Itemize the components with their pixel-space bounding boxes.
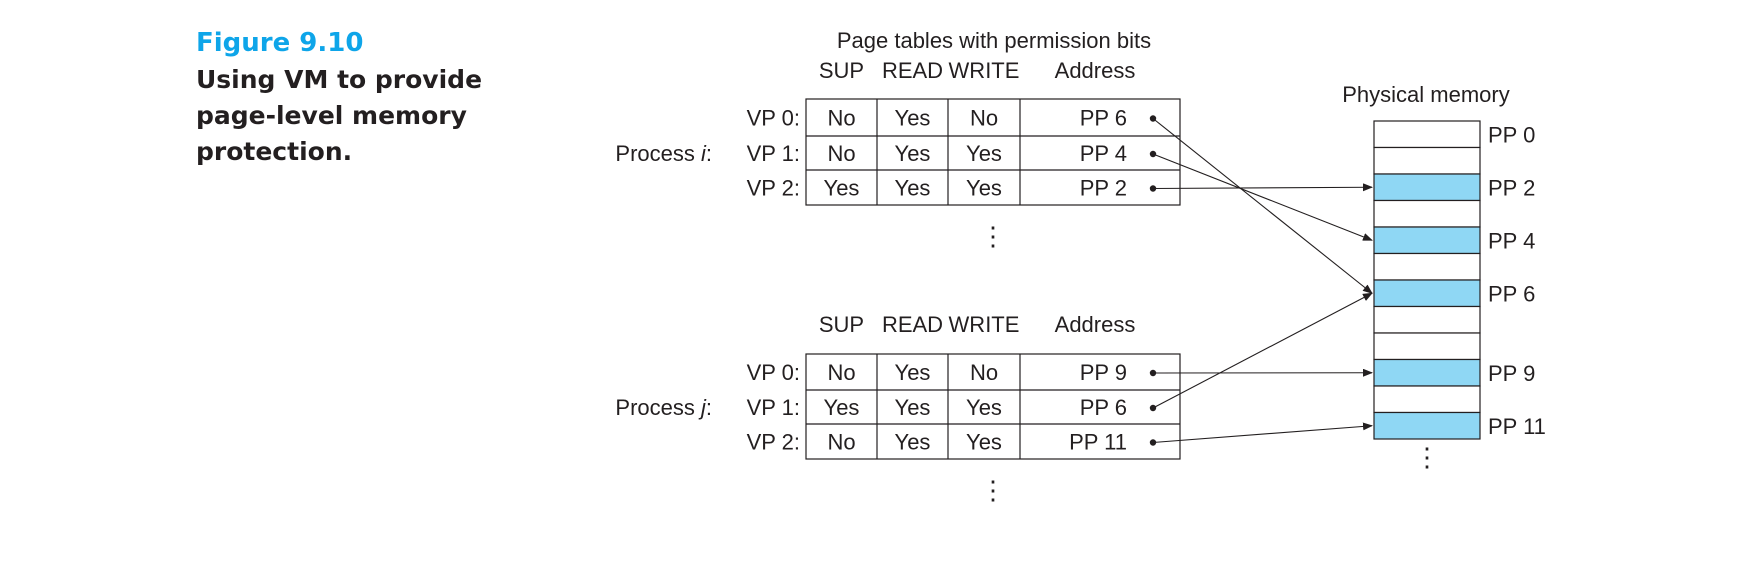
permission-cell: No [827, 141, 855, 166]
process-label: Process j: [615, 395, 712, 420]
table-ellipsis: ⋮ [980, 221, 1006, 251]
memory-page-free [1373, 305, 1481, 334]
virtual-page-label: VP 1: [747, 395, 800, 420]
memory-page-free [1373, 385, 1481, 414]
permission-cell: No [970, 360, 998, 385]
page-table-border [805, 353, 1181, 460]
permission-cell: Yes [966, 176, 1002, 201]
figure-caption-text: Using VM to provide page-level memory pr… [196, 65, 483, 166]
physical-page-label: PP 4 [1488, 228, 1535, 253]
permission-cell: Yes [966, 141, 1002, 166]
physical-page-label: PP 2 [1488, 175, 1535, 200]
memory-page-free [1373, 332, 1481, 361]
physical-memory-title: Physical memory [1342, 82, 1509, 107]
mapping-arrows [1149, 115, 1373, 446]
permission-cell: Yes [895, 176, 931, 201]
memory-page-free [1373, 146, 1481, 175]
physical-page-label: PP 9 [1488, 361, 1535, 386]
column-header: Address [1055, 58, 1136, 83]
column-header: Address [1055, 312, 1136, 337]
memory-page-free [1373, 252, 1481, 281]
permission-cell: Yes [966, 430, 1002, 455]
permission-cell: Yes [824, 395, 860, 420]
permission-cell: Yes [895, 395, 931, 420]
memory-page-allocated [1373, 173, 1481, 202]
memory-page-allocated [1373, 411, 1481, 440]
column-header: READ [882, 58, 943, 83]
virtual-page-label: VP 0: [747, 106, 800, 131]
memory-ellipsis: ⋮ [1414, 442, 1440, 472]
permission-cell: Yes [824, 176, 860, 201]
mapping-arrow [1152, 422, 1373, 444]
address-cell: PP 9 [1080, 360, 1127, 385]
mapping-arrow [1152, 153, 1373, 241]
address-cell: PP 2 [1080, 176, 1127, 201]
table-ellipsis: ⋮ [980, 475, 1006, 505]
address-cell: PP 4 [1080, 141, 1127, 166]
physical-page-label: PP 6 [1488, 281, 1535, 306]
permission-cell: No [827, 106, 855, 131]
physical-memory: PP 0 PP 2 PP 4 PP 6 PP 9 PP 11 ⋮ [1373, 120, 1546, 472]
column-header: WRITE [949, 58, 1020, 83]
column-header: SUP [819, 312, 864, 337]
column-header: SUP [819, 58, 864, 83]
memory-page-free [1373, 120, 1481, 149]
memory-page-allocated [1373, 279, 1481, 308]
page-table-border [805, 98, 1181, 206]
permission-cell: No [827, 430, 855, 455]
mapping-arrow [1152, 118, 1373, 294]
permission-cell: Yes [966, 395, 1002, 420]
mapping-arrow [1152, 292, 1373, 409]
virtual-page-label: VP 2: [747, 176, 800, 201]
column-header: WRITE [949, 312, 1020, 337]
process-label: Process i: [615, 141, 712, 166]
permission-cell: Yes [895, 141, 931, 166]
memory-page-free [1373, 199, 1481, 228]
column-header: READ [882, 312, 943, 337]
virtual-page-label: VP 1: [747, 141, 800, 166]
address-cell: PP 6 [1080, 106, 1127, 131]
page-tables-title: Page tables with permission bits [837, 28, 1151, 53]
memory-page-allocated [1373, 226, 1481, 255]
permission-cell: Yes [895, 430, 931, 455]
virtual-page-label: VP 2: [747, 430, 800, 455]
physical-page-label: PP 0 [1488, 122, 1535, 147]
figure-caption: Figure 9.10 Using VM to provide page-lev… [196, 26, 526, 170]
mapping-arrow [1152, 183, 1373, 192]
permission-cell: Yes [895, 106, 931, 131]
virtual-page-label: VP 0: [747, 360, 800, 385]
permission-cell: No [827, 360, 855, 385]
permission-cell: Yes [895, 360, 931, 385]
address-cell: PP 11 [1069, 430, 1127, 455]
figure-number: Figure 9.10 [196, 28, 364, 58]
address-cell: PP 6 [1080, 395, 1127, 420]
physical-page-label: PP 11 [1488, 414, 1546, 439]
memory-page-allocated [1373, 358, 1481, 387]
permission-cell: No [970, 106, 998, 131]
